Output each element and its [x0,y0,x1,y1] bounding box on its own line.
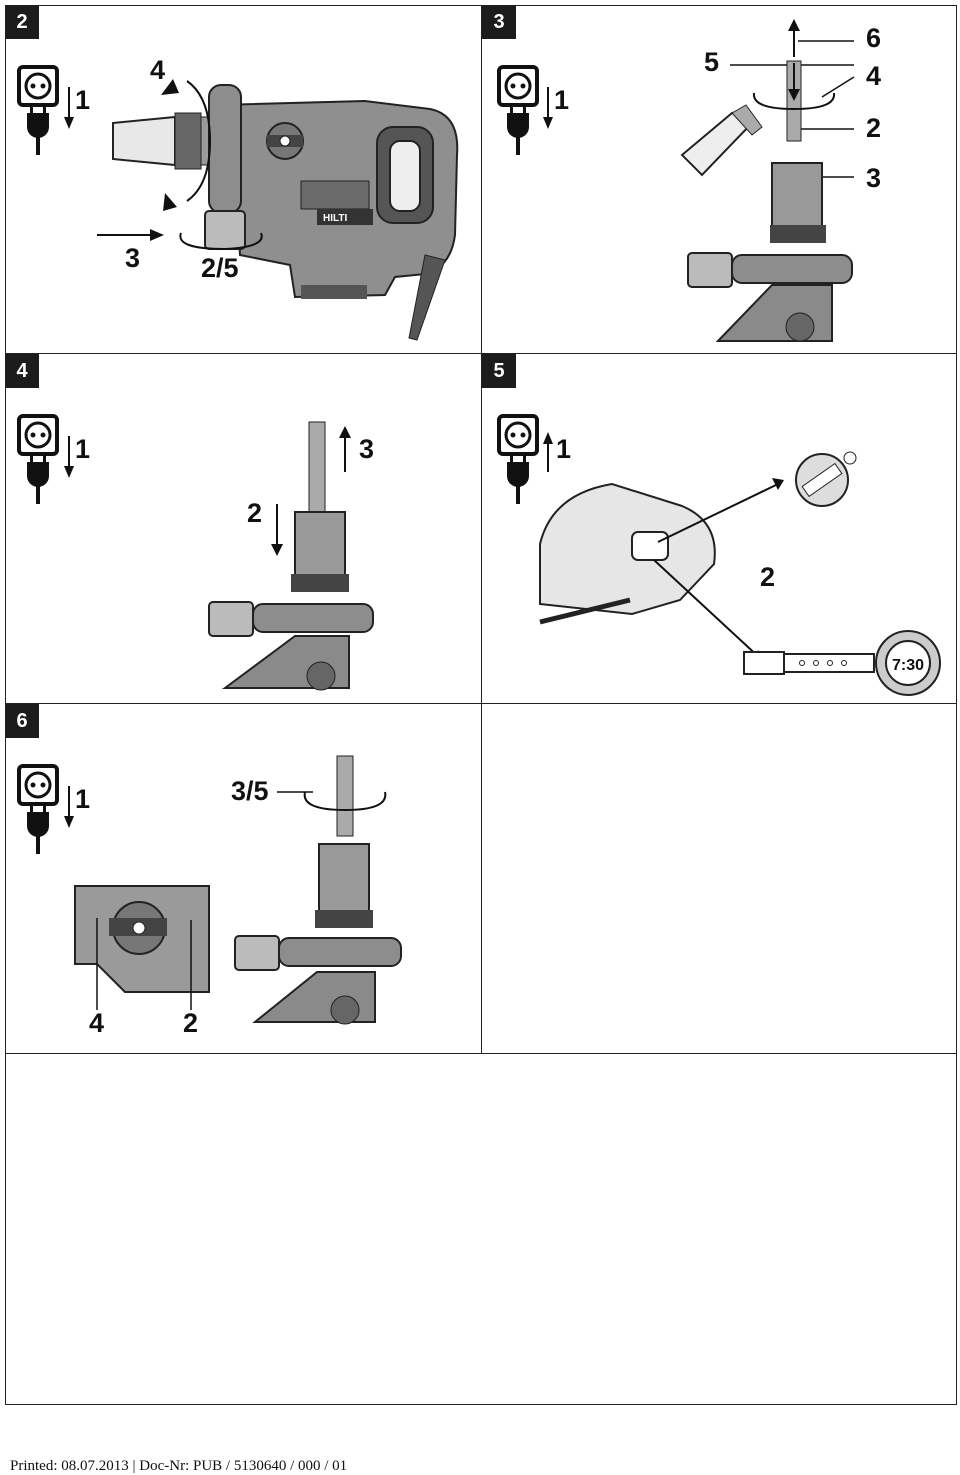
socket-plug-icon [17,764,59,854]
arrow-down-icon [64,786,74,828]
arrow-up-icon [788,19,800,57]
panel-number: 2 [5,5,39,39]
arrow-down-icon [788,63,800,101]
arrow-down-icon [64,87,74,129]
tool-rear-housing [539,482,716,616]
rotate-arrow-icon [179,80,263,251]
arrow-down-icon [543,87,553,129]
rotate-arrow-icon [752,92,836,111]
service-key [795,451,857,507]
label-step3: 3 [866,163,881,193]
grid-divider-h1 [5,353,957,354]
side-handle [278,937,402,967]
socket-plug-icon [497,414,539,504]
panel-number: 5 [482,354,516,388]
panel-4: 4 1 2 3 [5,354,481,703]
panel-6: 6 1 3/5 4 2 [5,704,481,1053]
arrow-up-icon [339,426,351,472]
chuck [318,843,370,913]
socket-plug-icon [17,414,59,504]
label-step4: 4 [89,1008,104,1038]
arrow-up-icon [543,432,553,472]
grid-divider-v [481,5,482,1054]
side-handle [731,254,853,284]
label-step2: 2 [247,498,262,528]
arrowhead [161,79,179,95]
label-step6: 6 [866,23,881,53]
label-step3: 3 [359,434,374,464]
arrow-down-icon [271,504,283,556]
panel-4-illustration: 1 2 3 [17,414,374,691]
drill-bit [336,755,354,837]
panel-empty [482,704,957,1053]
panel-2: 2 1 4 3 2/5 HILTI [5,5,481,353]
chuck [771,162,823,231]
label-step1: 1 [556,434,571,464]
arrowhead [163,193,177,211]
grid-divider-h2 [5,703,957,704]
panel-empty-bottom [5,1054,957,1405]
label-step2: 2 [760,562,775,592]
label-step1: 1 [554,85,569,115]
panel-3: 3 1 5 6 4 2 3 [482,5,957,353]
panel-3-illustration: 1 5 6 4 2 3 [497,19,881,342]
grid-divider-h3 [5,1053,957,1054]
panel-2-illustration: 1 4 3 2/5 HILTI [17,55,459,341]
label-step4: 4 [866,61,881,91]
label-step1: 1 [75,434,90,464]
socket-plug-icon [17,65,59,155]
panel-number: 3 [482,5,516,39]
svg-text:HILTI: HILTI [323,213,347,224]
panel-number: 4 [5,354,39,388]
watch-illustration: 7:30 [743,630,941,696]
rotate-arrow-icon [303,791,387,812]
label-step25: 2/5 [201,253,239,283]
socket-plug-icon [497,65,539,155]
hammer-drill-illustration: HILTI [112,84,459,341]
label-step1: 1 [75,85,90,115]
print-footer: Printed: 08.07.2013 | Doc-Nr: PUB / 5130… [10,1458,348,1474]
label-step2: 2 [183,1008,198,1038]
label-step1: 1 [75,784,90,814]
label-step3: 3 [125,243,140,273]
watch-time: 7:30 [892,657,924,674]
panel-6-illustration: 1 3/5 4 2 [17,755,402,1038]
label-step5: 5 [704,47,719,77]
label-step35: 3/5 [231,776,269,806]
arrow-down-icon [64,436,74,478]
panel-number: 6 [5,704,39,738]
label-step2: 2 [866,113,881,143]
label-step4: 4 [150,55,165,85]
panel-5: 5 1 2 [482,354,957,703]
arrow-diagonal-icon [653,483,779,661]
panel-5-illustration: 1 2 7:30 [497,414,941,696]
drill-bit [308,421,326,513]
chuck [294,511,346,580]
side-handle [252,603,374,633]
arrow-right-icon [97,229,164,241]
